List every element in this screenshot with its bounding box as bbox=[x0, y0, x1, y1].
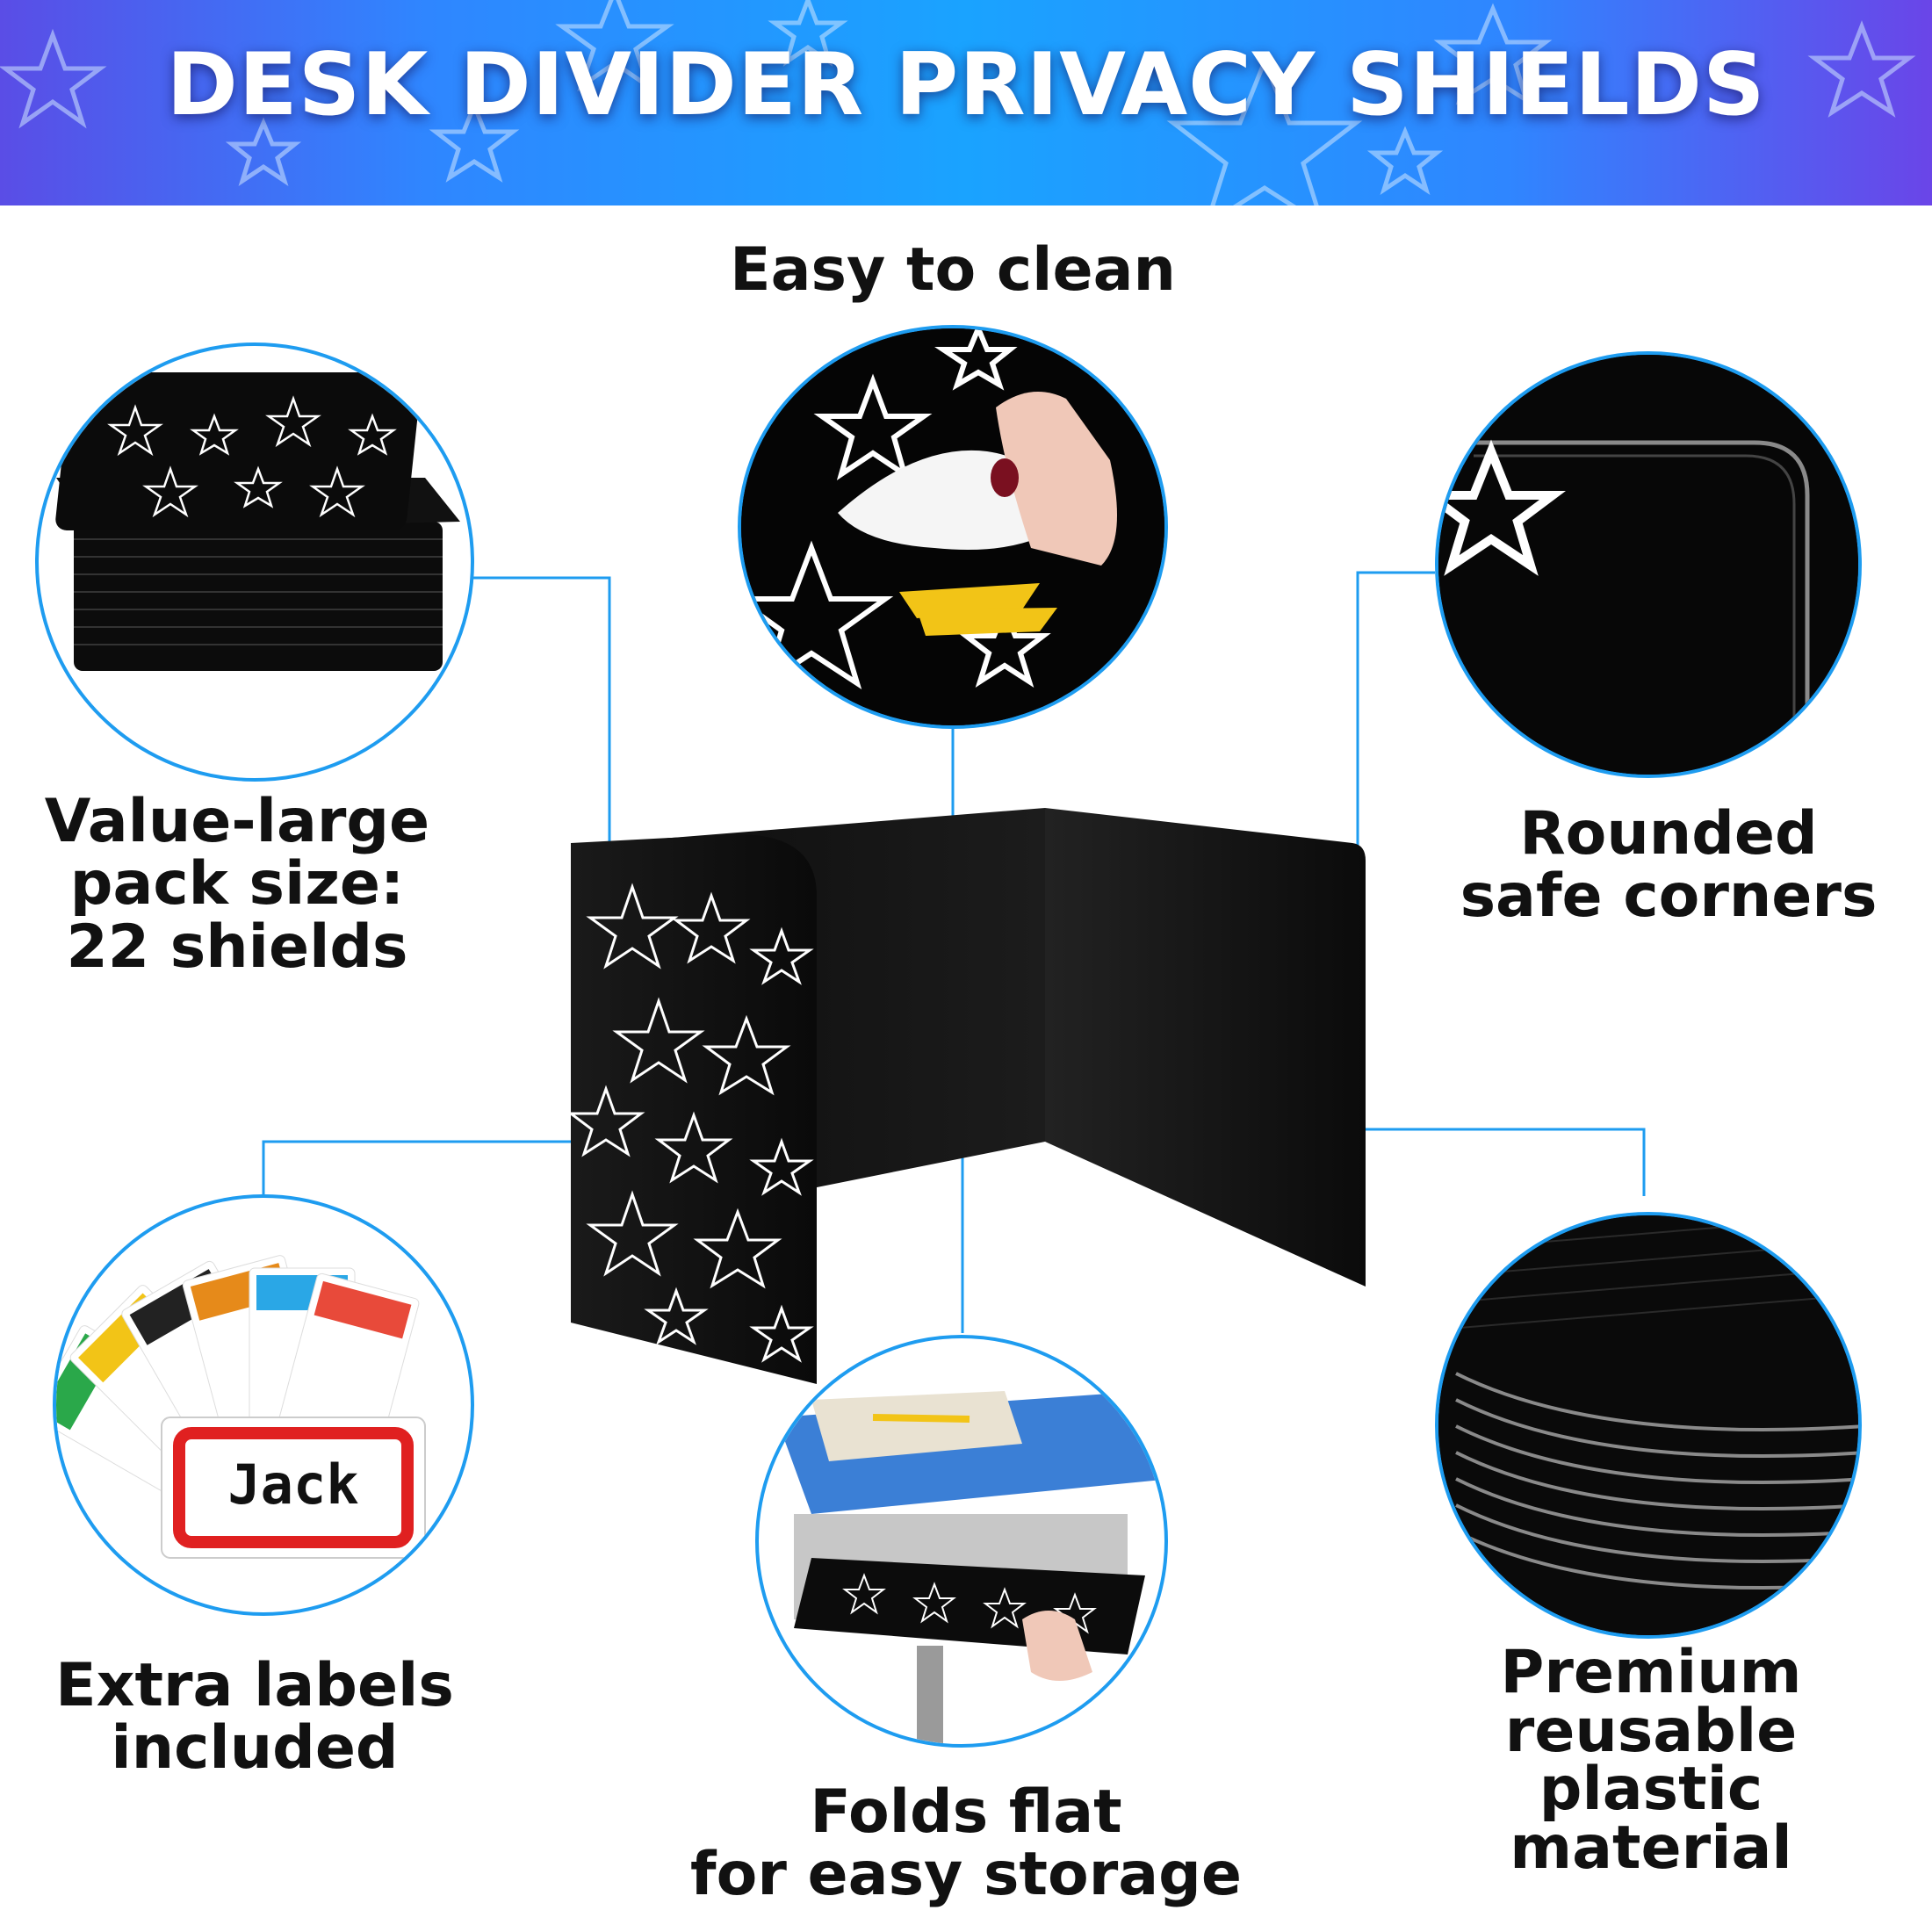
pack-size-line3: 22 shields bbox=[66, 912, 408, 982]
easy-clean-line1: Easy to clean bbox=[730, 235, 1176, 305]
corrugated-plastic-closeup-image bbox=[1438, 1215, 1858, 1635]
extra-labels-line2: included bbox=[111, 1713, 399, 1784]
rounded-corners-line1: Rounded bbox=[1519, 799, 1818, 869]
premium-material-line2: reusable bbox=[1504, 1696, 1798, 1766]
sample-name-label: Jack bbox=[227, 1453, 359, 1517]
page-title: DESK DIVIDER PRIVACY SHIELDS bbox=[166, 35, 1766, 135]
premium-material-line3: plastic bbox=[1539, 1755, 1763, 1825]
stacked-shields-image bbox=[55, 372, 460, 671]
labels-image-circle: Jack bbox=[53, 1194, 474, 1616]
fold-flat-image-circle bbox=[755, 1335, 1168, 1748]
folds-flat-line1: Folds flat bbox=[810, 1777, 1122, 1847]
rounded-corners-line2: safe corners bbox=[1460, 861, 1878, 932]
pack-size-label: Value-large pack size: 22 shields bbox=[26, 787, 448, 982]
folds-flat-line2: for easy storage bbox=[690, 1840, 1242, 1910]
rounded-corners-label: Rounded safe corners bbox=[1423, 803, 1914, 928]
stack-image-circle bbox=[35, 342, 474, 782]
desk-storage-image bbox=[776, 1391, 1164, 1744]
extra-labels-line1: Extra labels bbox=[55, 1651, 454, 1720]
extra-labels-label: Extra labels included bbox=[35, 1654, 474, 1780]
premium-material-line1: Premium bbox=[1500, 1638, 1802, 1707]
corner-image-circle bbox=[1435, 351, 1862, 778]
name-labels-fan-image bbox=[56, 1255, 426, 1559]
pack-size-line1: Value-large bbox=[44, 787, 430, 856]
material-image-circle bbox=[1435, 1212, 1862, 1639]
premium-material-label: Premium reusable plastic material bbox=[1440, 1638, 1862, 1883]
easy-clean-label: Easy to clean bbox=[694, 235, 1212, 305]
folds-flat-label: Folds flat for easy storage bbox=[667, 1781, 1265, 1907]
rounded-corner-closeup-image bbox=[1438, 355, 1858, 775]
desk-divider-shield bbox=[566, 808, 1366, 1384]
premium-material-line4: material bbox=[1510, 1813, 1792, 1883]
pack-size-line2: pack size: bbox=[69, 849, 405, 919]
star-print-pattern bbox=[566, 883, 814, 1363]
header-banner: DESK DIVIDER PRIVACY SHIELDS bbox=[0, 0, 1932, 205]
wipe-cleaning-image bbox=[741, 328, 1164, 725]
star-pattern-decoration bbox=[0, 0, 1916, 205]
cleaning-image-circle bbox=[738, 325, 1168, 729]
